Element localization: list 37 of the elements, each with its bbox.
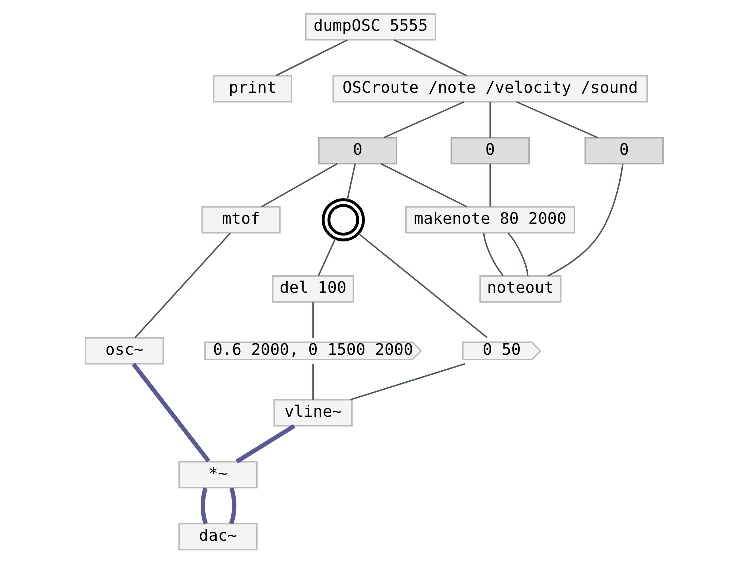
connector bbox=[312, 302, 314, 338]
connector bbox=[508, 232, 529, 276]
node-box: 0 bbox=[450, 137, 530, 165]
connector bbox=[490, 164, 492, 207]
connector bbox=[318, 238, 336, 276]
node-box: *~ bbox=[178, 461, 258, 489]
node-box: 0 bbox=[318, 137, 398, 165]
connector bbox=[483, 232, 504, 276]
connector bbox=[380, 163, 468, 208]
node-box: osc~ bbox=[85, 337, 164, 365]
node-box: dumpOSC 5555 bbox=[305, 13, 436, 41]
node-box: OSCroute /note /velocity /sound bbox=[332, 75, 648, 103]
connector bbox=[229, 488, 237, 525]
connector bbox=[516, 101, 598, 139]
connector bbox=[134, 232, 232, 338]
connector bbox=[276, 40, 348, 77]
connector bbox=[548, 164, 624, 277]
connector bbox=[200, 488, 208, 525]
node-box: print bbox=[213, 75, 292, 103]
node-box: noteout bbox=[480, 276, 562, 303]
node-box: makenote 80 2000 bbox=[405, 206, 576, 234]
connector bbox=[346, 164, 356, 200]
connector bbox=[312, 364, 314, 400]
node-box: dac~ bbox=[178, 523, 258, 551]
node-box: 0 bbox=[584, 137, 664, 165]
node-box: vline~ bbox=[274, 399, 353, 427]
connector bbox=[261, 163, 338, 208]
node-box: mtof bbox=[202, 206, 281, 234]
connector bbox=[384, 101, 465, 139]
connector bbox=[394, 40, 468, 77]
node-box: del 100 bbox=[272, 276, 354, 303]
node-circle bbox=[322, 198, 366, 242]
connector bbox=[490, 102, 492, 138]
connector bbox=[132, 362, 211, 463]
connector bbox=[358, 233, 488, 339]
connector bbox=[350, 363, 466, 401]
connector bbox=[236, 424, 296, 464]
